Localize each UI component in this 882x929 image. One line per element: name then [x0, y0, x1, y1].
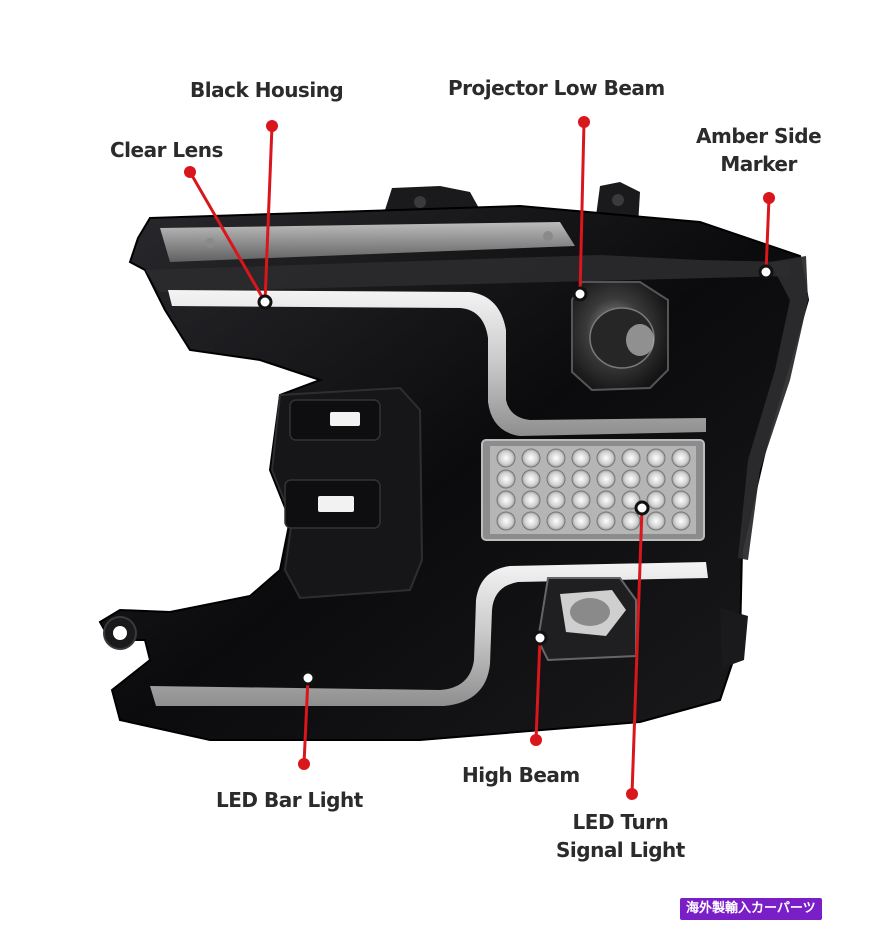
led-cell	[496, 490, 516, 510]
led-cell	[596, 469, 616, 489]
projector-low-beam	[571, 281, 669, 392]
led-cell	[496, 469, 516, 489]
led-cell	[671, 469, 691, 489]
label-clear-lens: Clear Lens	[110, 136, 223, 164]
led-cell	[571, 469, 591, 489]
label-text: LED Bar Light	[216, 788, 363, 812]
led-cell	[521, 448, 541, 468]
label-line-1: LED Turn	[572, 810, 669, 834]
led-cell	[546, 511, 566, 531]
label-line-2: Signal Light	[556, 838, 685, 862]
label-led-turn-signal: LED Turn Signal Light	[556, 808, 685, 864]
led-cell	[571, 490, 591, 510]
label-text: Projector Low Beam	[448, 76, 665, 100]
label-led-bar-light: LED Bar Light	[216, 786, 363, 814]
led-cell	[646, 448, 666, 468]
high-beam	[536, 577, 637, 662]
led-cell	[646, 490, 666, 510]
led-cell	[571, 448, 591, 468]
label-amber-side-marker: Amber Side Marker	[696, 122, 822, 178]
led-cell	[671, 490, 691, 510]
led-cell	[621, 448, 641, 468]
amber-side-marker	[738, 256, 808, 560]
led-cell	[621, 511, 641, 531]
led-cell	[521, 490, 541, 510]
led-bar-light	[150, 290, 708, 706]
led-cell	[496, 448, 516, 468]
led-cell	[496, 511, 516, 531]
clear-lens	[145, 222, 790, 292]
callout-dots	[184, 116, 775, 800]
label-text: High Beam	[462, 763, 580, 787]
watermark-badge: 海外製輸入カーパーツ	[680, 898, 822, 920]
led-cell	[521, 511, 541, 531]
led-cell	[596, 490, 616, 510]
led-cell	[671, 448, 691, 468]
led-cell	[646, 511, 666, 531]
led-cell	[546, 490, 566, 510]
led-cell	[571, 511, 591, 531]
led-turn-signal	[481, 439, 705, 541]
label-black-housing: Black Housing	[190, 76, 344, 104]
label-projector-low-beam: Projector Low Beam	[448, 74, 665, 102]
led-cell	[546, 448, 566, 468]
label-high-beam: High Beam	[462, 761, 580, 789]
led-cell	[596, 448, 616, 468]
label-line-1: Amber Side	[696, 124, 822, 148]
callout-lines	[188, 121, 771, 795]
label-text: Black Housing	[190, 78, 344, 102]
label-line-2: Marker	[720, 152, 797, 176]
led-cell	[671, 511, 691, 531]
led-cell	[546, 469, 566, 489]
led-cell	[621, 469, 641, 489]
label-text: Clear Lens	[110, 138, 223, 162]
led-cell	[521, 469, 541, 489]
led-cell	[646, 469, 666, 489]
led-cell	[596, 511, 616, 531]
